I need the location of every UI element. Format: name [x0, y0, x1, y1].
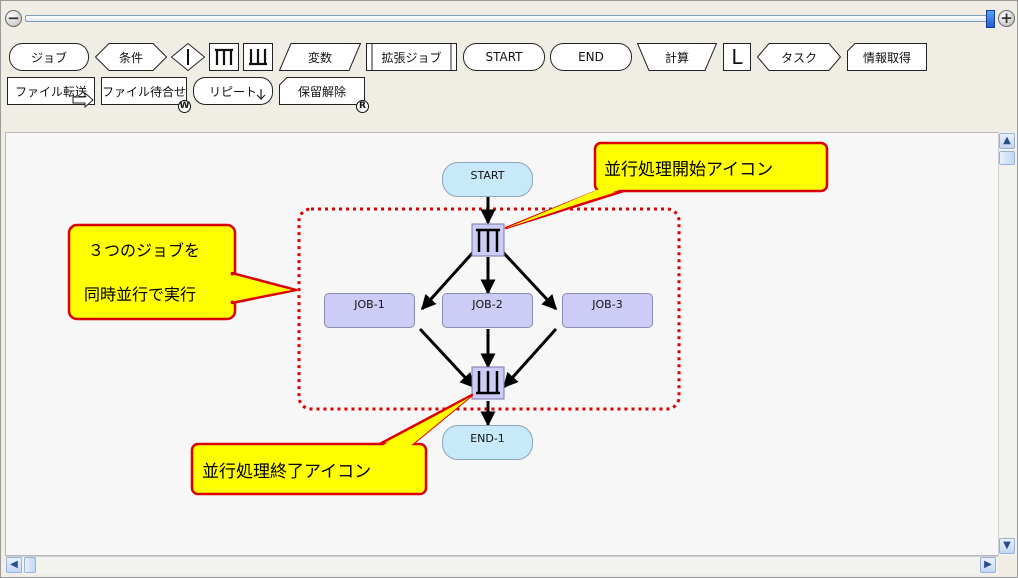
- palette-info-label: 情報取得: [862, 50, 911, 65]
- palette-job-label: ジョブ: [30, 50, 67, 65]
- palette-repeat-label: リピート: [208, 84, 257, 99]
- node-job-2[interactable]: JOB-2: [442, 293, 533, 328]
- palette-parallel-end-icon[interactable]: [243, 43, 273, 71]
- callout-parallel-start-text: 並行処理開始アイコン: [604, 160, 774, 180]
- release-badge-icon: R: [356, 100, 369, 113]
- node-end-1[interactable]: END-1: [442, 425, 533, 460]
- node-job-1[interactable]: JOB-1: [324, 293, 415, 328]
- palette-end[interactable]: END: [550, 43, 632, 71]
- zoom-slider-bar: − +: [1, 1, 1018, 37]
- palette-condition[interactable]: 条件: [94, 43, 168, 71]
- scrollbar-corner: [998, 556, 1016, 574]
- wait-badge-icon: W: [178, 100, 191, 113]
- zoom-slider-track[interactable]: [25, 15, 995, 22]
- scroll-right-button[interactable]: ▶: [980, 557, 996, 573]
- node-start[interactable]: START: [442, 162, 533, 197]
- zoom-slider-thumb[interactable]: [986, 10, 995, 28]
- parallel-start-icon[interactable]: [471, 223, 505, 257]
- connector-job1-to-join: [418, 327, 476, 389]
- palette-hold-release-label: 保留解除: [297, 84, 346, 99]
- horizontal-scrollbar[interactable]: ◀ ▶: [5, 556, 999, 574]
- palette-hold-release[interactable]: 保留解除 R: [279, 77, 369, 113]
- zoom-out-button[interactable]: −: [5, 10, 22, 27]
- connector-split-to-job3: [498, 247, 558, 311]
- palette-job[interactable]: ジョブ: [9, 43, 89, 71]
- callout-parallel-start: [504, 141, 829, 230]
- palette-calc[interactable]: 計算: [636, 43, 718, 71]
- vertical-scrollbar[interactable]: ▲ ▼: [998, 132, 1016, 556]
- palette-loop[interactable]: L: [723, 43, 751, 71]
- flow-canvas[interactable]: START JOB-1 JOB-2 JOB-3 END-1 並行処理開始アイコン…: [5, 132, 999, 556]
- palette-file-transfer-label: ファイル転送: [14, 84, 87, 99]
- flow-connectors: [418, 197, 558, 427]
- palette-extended-job-label: 拡張ジョブ: [381, 50, 442, 65]
- scroll-down-button[interactable]: ▼: [999, 538, 1015, 554]
- palette-start[interactable]: START: [463, 43, 545, 71]
- palette-calc-label: 計算: [664, 50, 689, 65]
- palette-variable-label: 変数: [307, 50, 332, 65]
- palette-file-transfer[interactable]: ファイル転送: [7, 77, 95, 109]
- palette-task-label: タスク: [780, 50, 817, 65]
- callout-three-jobs: [67, 223, 298, 321]
- vertical-scroll-thumb[interactable]: [999, 151, 1015, 165]
- palette-extended-job[interactable]: 拡張ジョブ: [366, 43, 457, 71]
- scroll-left-button[interactable]: ◀: [6, 557, 22, 573]
- palette-loop-label: L: [731, 45, 743, 69]
- connector-job3-to-join: [502, 327, 558, 389]
- palette-file-wait[interactable]: ファイル待合せ W: [101, 77, 191, 113]
- zoom-in-button[interactable]: +: [998, 10, 1015, 27]
- element-palette: ジョブ 条件 変数 拡張ジョブ START: [1, 39, 1018, 129]
- palette-task[interactable]: タスク: [756, 43, 842, 71]
- callout-parallel-end: [190, 393, 474, 496]
- palette-file-wait-label: ファイル待合せ: [101, 84, 186, 99]
- horizontal-scroll-thumb[interactable]: [24, 557, 36, 573]
- callout-three-jobs-line1: ３つのジョブを: [88, 241, 201, 260]
- palette-parallel-start-icon[interactable]: [209, 43, 239, 71]
- palette-info[interactable]: 情報取得: [847, 43, 927, 71]
- palette-variable[interactable]: 変数: [278, 43, 362, 71]
- node-job-3[interactable]: JOB-3: [562, 293, 653, 328]
- callout-parallel-end-text: 並行処理終了アイコン: [202, 462, 372, 482]
- parallel-end-icon[interactable]: [471, 366, 505, 400]
- palette-condition-label: 条件: [118, 50, 143, 65]
- palette-repeat[interactable]: リピート: [193, 77, 273, 105]
- flow-diagram: [67, 141, 829, 496]
- callout-three-jobs-line2: 同時並行で実行: [84, 285, 197, 304]
- palette-start-label: START: [485, 50, 523, 64]
- connector-split-to-job1: [420, 247, 478, 311]
- palette-branch[interactable]: [170, 42, 206, 72]
- palette-end-label: END: [578, 50, 604, 64]
- scroll-up-button[interactable]: ▲: [999, 133, 1015, 149]
